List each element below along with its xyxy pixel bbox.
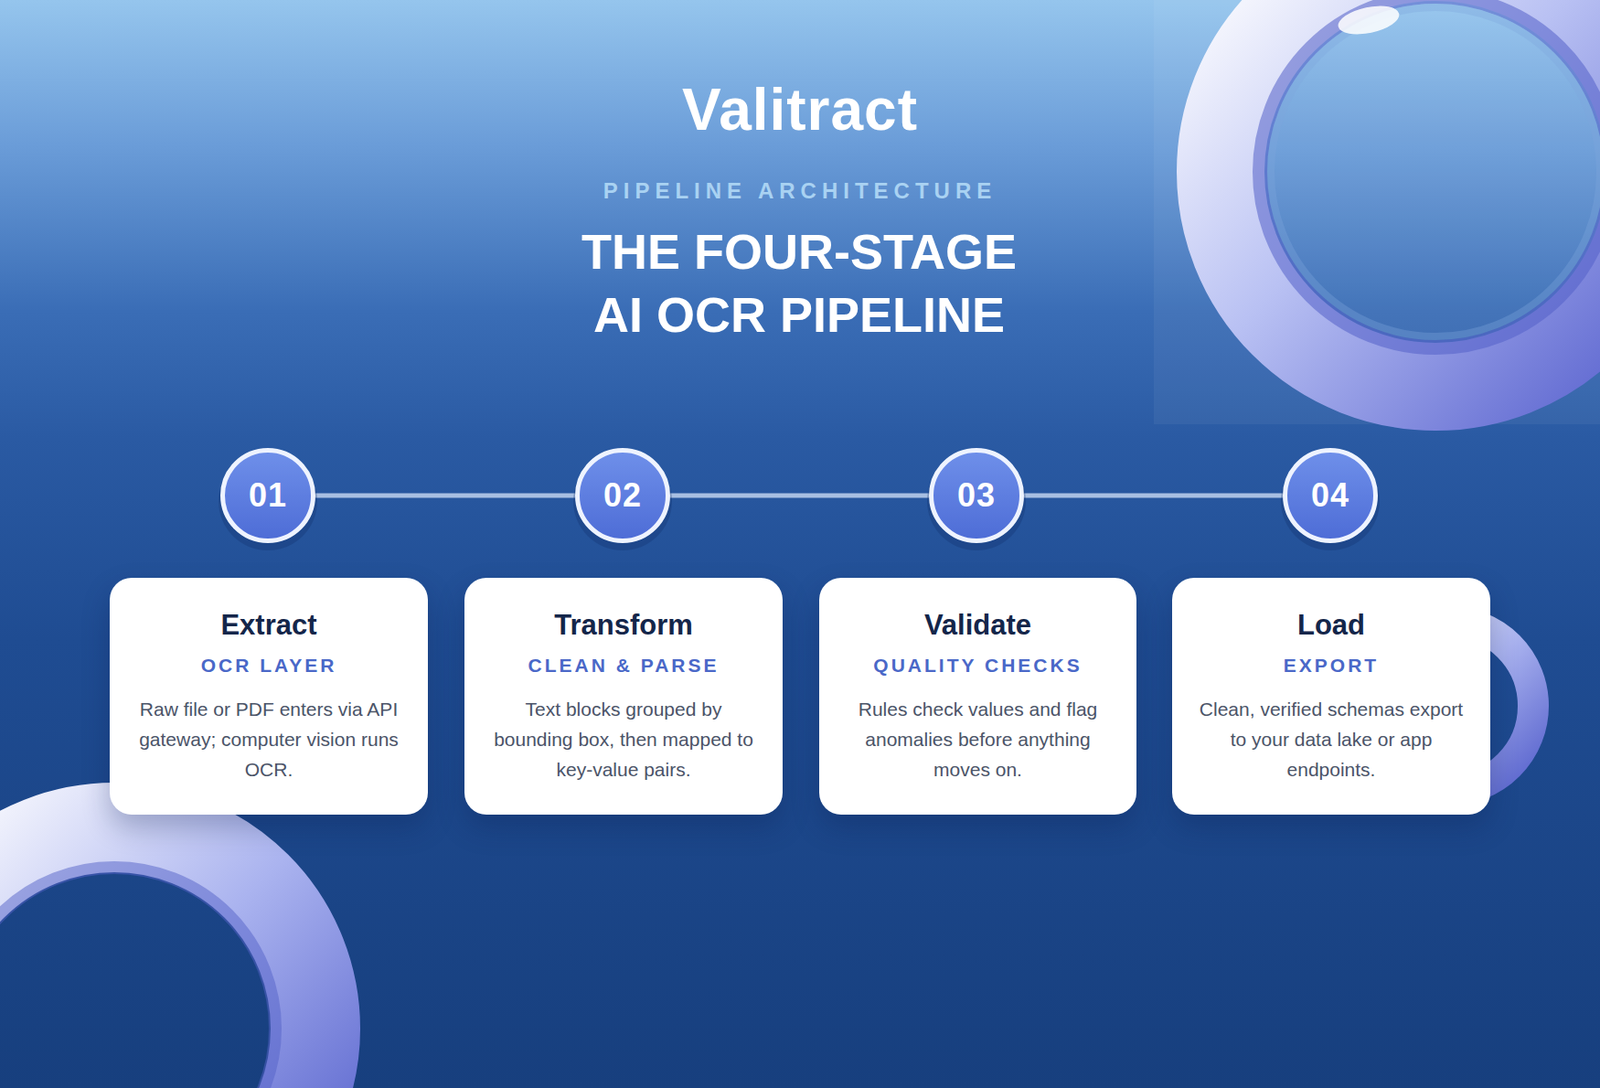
step-number: 03 (928, 448, 1024, 544)
step-number: 01 (220, 448, 316, 544)
step-number: 04 (1282, 448, 1378, 544)
step-circle: 01 (220, 448, 316, 544)
stage-card: ValidateQUALITY CHECKS Rules check values… (819, 577, 1137, 815)
stage-description: Rules check values and flag anomalies be… (842, 693, 1113, 785)
stage-title: Load (1195, 608, 1467, 643)
stage-card: ExtractOCR LAYER Raw file or PDF enters v… (109, 577, 428, 815)
stage-subtitle: QUALITY CHECKS (842, 653, 1113, 678)
brand-logo: Valitract (525, 74, 1075, 145)
stage-subtitle: EXPORT (1195, 653, 1467, 678)
step-circle: 02 (575, 448, 671, 544)
stage-description: Raw file or PDF enters via API gateway; … (133, 693, 405, 785)
connector-line (1024, 493, 1283, 499)
stage-card: TransformCLEAN & PARSE Text blocks groupe… (464, 577, 783, 815)
stage-subtitle: CLEAN & PARSE (488, 653, 759, 678)
step-circle: 04 (1282, 448, 1378, 544)
stage-title: Extract (133, 608, 405, 643)
connector-line (315, 493, 576, 499)
step-circle: 03 (928, 448, 1024, 544)
diagram-title: THE FOUR-STAGE AI OCR PIPELINE (561, 220, 1037, 347)
torus-bottom-left (0, 827, 316, 1088)
stage-subtitle: OCR LAYER (133, 653, 405, 678)
connector-line (670, 493, 929, 499)
stage-description: Clean, verified schemas export to your d… (1195, 693, 1467, 785)
stage-title: Transform (488, 608, 759, 643)
stage-title: Validate (842, 608, 1113, 643)
step-number: 02 (575, 448, 671, 544)
eyebrow-label: PIPELINE ARCHITECTURE (434, 177, 1166, 205)
torus-top-right (1220, 0, 1600, 387)
stage-description: Text blocks grouped by bounding box, the… (488, 693, 759, 785)
stage-card: LoadEXPORT Clean, verified schemas export… (1172, 577, 1491, 815)
